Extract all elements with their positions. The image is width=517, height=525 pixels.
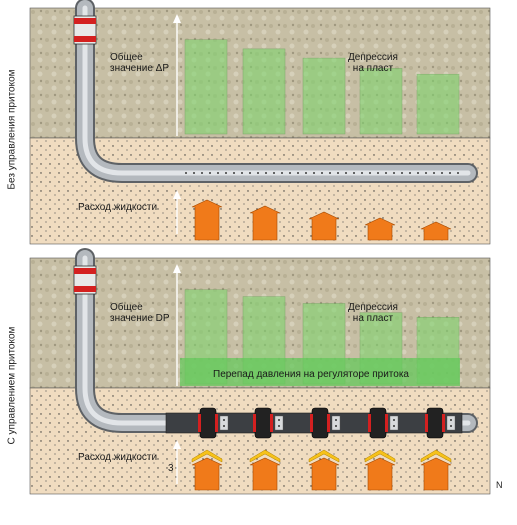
depression-bar-2: [242, 48, 286, 135]
inflow-control-devices: [198, 407, 456, 439]
valve-dp-band: [180, 358, 460, 386]
panel-1-side-label: Без управления притоком: [6, 69, 18, 190]
perforated-section: [180, 168, 462, 178]
panel-without-control: Общее значение ΔP Депрессия на пласт Рас…: [29, 0, 491, 245]
flow-arrow-1: [191, 199, 223, 241]
panel-1-diagram: [29, 0, 491, 245]
flow-arrows: [191, 199, 452, 241]
flow-label: Расход жидкости 3: [78, 452, 174, 474]
inflow-control-device-5: [425, 407, 456, 439]
flow-arrow-3: [308, 211, 340, 241]
packer: [73, 265, 97, 295]
flow-arrow-5: [420, 449, 452, 491]
flow-arrow-4: [364, 449, 396, 491]
flow-arrow-1: [191, 449, 223, 491]
depression-label: Депрессия на пласт: [348, 52, 398, 74]
flow-arrow-4: [364, 217, 396, 241]
flow-arrow-2: [249, 205, 281, 241]
panel-2-diagram: [29, 248, 491, 495]
total-dp-label: Общее значение ΔP: [110, 52, 170, 74]
total-dp-label: Общее значение DP: [110, 302, 170, 324]
flow-arrow-2: [249, 449, 281, 491]
depression-bars: [184, 39, 460, 135]
packer: [73, 15, 97, 45]
depression-bar-1: [184, 39, 228, 135]
flow-arrow-5: [420, 221, 452, 241]
flow-arrow-3: [308, 449, 340, 491]
valve-dp-label: Перепад давления на регуляторе притока: [213, 369, 409, 380]
inflow-control-device-4: [368, 407, 399, 439]
depression-bar-3: [302, 57, 346, 135]
inflow-control-device-2: [253, 407, 284, 439]
inflow-control-device-3: [310, 407, 341, 439]
depression-bar-4: [359, 68, 403, 135]
flow-arrows: [191, 449, 452, 491]
n-label: N: [496, 480, 503, 490]
panel-with-control: Общее значение DP Депрессия на пласт Пер…: [29, 248, 491, 495]
panel-2-side-label: С управлением притоком: [6, 326, 18, 445]
depression-label: Депрессия на пласт: [348, 302, 398, 324]
flow-label: Расход жидкости: [78, 202, 158, 213]
inflow-control-device-1: [198, 407, 229, 439]
depression-bar-5: [416, 73, 460, 135]
